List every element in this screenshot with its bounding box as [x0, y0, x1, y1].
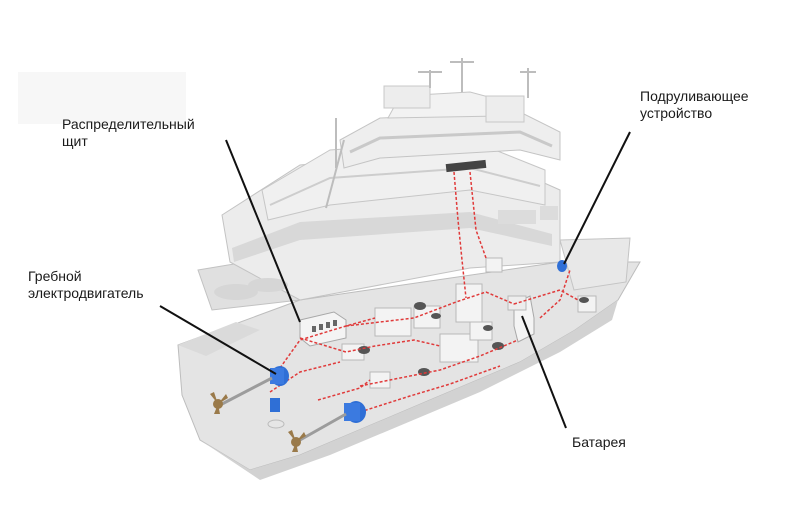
propulsion-motor-2: [344, 401, 366, 423]
label-propulsion-motor: Гребной электродвигатель: [28, 268, 144, 302]
small-motor: [267, 398, 285, 429]
label-switchboard: Распределительный щит: [62, 116, 195, 150]
label-switchboard-line-1: Распределительный: [62, 116, 195, 132]
leader-thruster: [563, 131, 631, 265]
power-cables: [269, 171, 579, 413]
leader-propulsion-motor: [159, 305, 277, 375]
propeller-1: [210, 392, 228, 414]
label-propulsion-motor-line-1: Гребной: [28, 268, 82, 284]
label-thruster-line-2: устройство: [640, 105, 713, 121]
propeller-shafts: [221, 376, 347, 442]
label-switchboard-line-2: щит: [62, 133, 88, 149]
masts: [325, 58, 536, 209]
propeller-2: [288, 430, 306, 452]
superstructure: [214, 85, 561, 301]
label-propulsion-motor-line-2: электродвигатель: [28, 285, 144, 301]
propulsion-motor-1: [270, 366, 289, 386]
cabinet-box: [455, 283, 483, 323]
leader-lines: [159, 131, 631, 429]
leader-switchboard: [225, 139, 301, 323]
deck-lights: [445, 159, 487, 173]
small-box: [485, 257, 503, 273]
leader-battery: [521, 315, 567, 429]
label-battery: Батарея: [572, 434, 626, 451]
background-artifact: [18, 72, 186, 124]
label-thruster: Подруливающее устройство: [640, 88, 749, 122]
aux-box: [469, 321, 493, 341]
label-thruster-line-1: Подруливающее: [640, 88, 749, 104]
transformer-box: [374, 307, 412, 337]
label-battery-line-1: Батарея: [572, 434, 626, 450]
